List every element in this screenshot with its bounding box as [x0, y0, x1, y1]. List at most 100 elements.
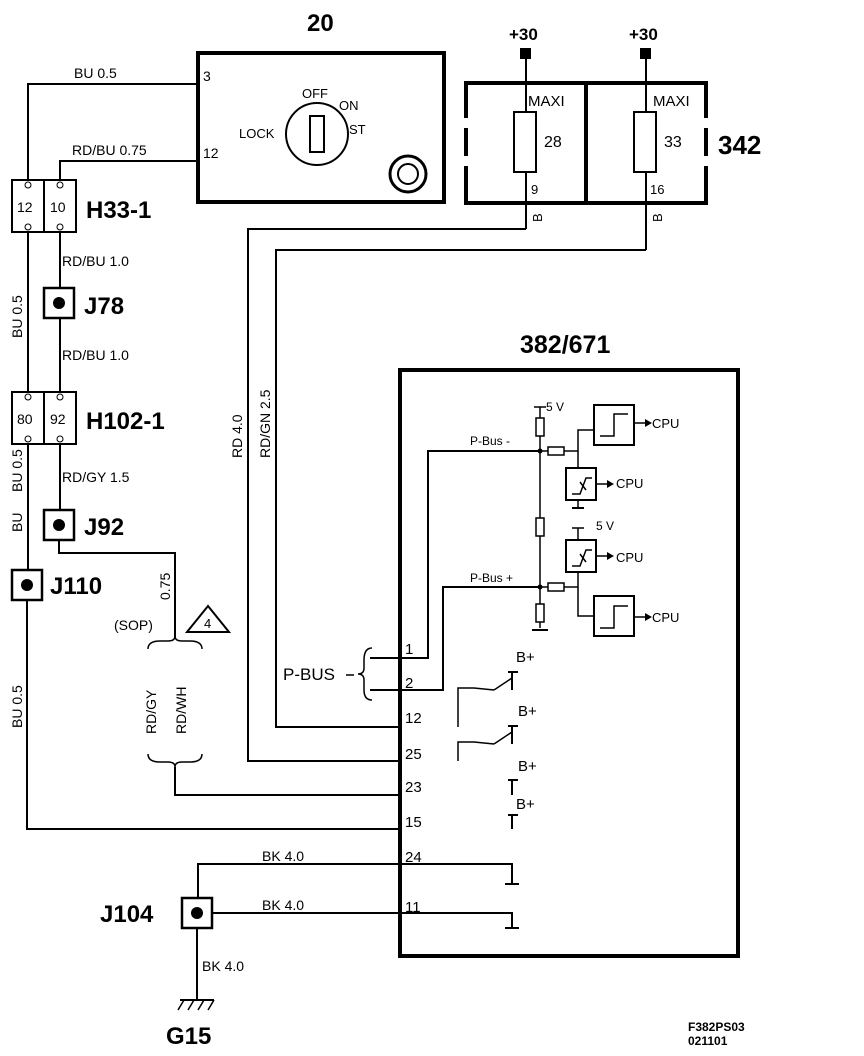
supply-terminal-a	[520, 48, 531, 59]
wire-rd-4	[247, 228, 526, 762]
splice-j78-label: J78	[84, 293, 124, 320]
fuse-box-gap-left2	[460, 156, 472, 166]
supply-30-a: +30	[509, 25, 538, 44]
ground-g15-label: G15	[166, 1023, 211, 1050]
fuse-33-type: MAXI	[653, 93, 690, 110]
module-switch-arrow-2	[607, 552, 614, 560]
ignition-st-label: ST	[349, 122, 366, 137]
wire-bk-11-label: BK 4.0	[262, 897, 304, 913]
module-pbus-plus: P-Bus +	[470, 571, 513, 585]
module-pin-15: 15	[405, 814, 422, 831]
ignition-screw-inner	[397, 163, 419, 185]
module-cpu-4: CPU	[652, 610, 679, 625]
module-pin-24: 24	[405, 849, 422, 866]
connector-h102-dot	[56, 435, 64, 443]
footer-date: 021101	[688, 1034, 728, 1048]
module-cpu-1: CPU	[652, 416, 679, 431]
splice-j92-label: J92	[84, 514, 124, 541]
connector-h33-dot	[56, 223, 64, 231]
fuse-33-num: 33	[664, 134, 682, 151]
note-number: 4	[204, 616, 211, 631]
wire-rdbu-label-2: RD/BU 1.0	[62, 347, 129, 363]
ignition-pin-12: 12	[203, 145, 219, 161]
wire-bk-ground-label: BK 4.0	[202, 958, 244, 974]
fuse-28-wire: B	[530, 213, 545, 222]
ignition-lock-cylinder	[285, 102, 349, 166]
module-cpu-arrowhead	[645, 419, 652, 427]
bplus-label-2: B+	[518, 703, 537, 720]
wire-075-label: 0.75	[157, 573, 173, 600]
fuse-box-gap-right	[700, 118, 712, 128]
fuse-box-gap-right2	[700, 156, 712, 166]
wire-rdwh-sop-label: RD/WH	[173, 687, 189, 734]
footer-code: F382PS03	[688, 1020, 745, 1034]
connector-h102-dot	[24, 393, 32, 401]
bplus-switch-1	[457, 671, 518, 727]
sop-bracket-top	[147, 635, 203, 650]
pbus-line-1	[370, 450, 540, 659]
wire-rd-label: RD 4.0	[229, 414, 245, 458]
module-cpu-2: CPU	[616, 476, 643, 491]
module-pbus-minus: P-Bus -	[470, 434, 510, 448]
wire-rdbu-label-1: RD/BU 1.0	[62, 253, 129, 269]
module-pin-2: 2	[405, 675, 413, 692]
note-triangle-icon	[184, 604, 232, 633]
ground-hatch	[177, 999, 185, 1011]
module-step-icon	[600, 413, 628, 437]
bplus-switch-blade	[493, 731, 513, 745]
wire-bk-24	[197, 863, 513, 900]
connector-h33-pin-left: 12	[17, 199, 33, 215]
wire-rdbu-075	[59, 160, 198, 180]
ignition-off-label: OFF	[302, 86, 328, 101]
connector-h33-id: H33-1	[86, 197, 151, 224]
connector-h102-pin-left: 80	[17, 411, 33, 427]
module-5v-top: 5 V	[546, 400, 564, 414]
connector-h102-pin-right: 92	[50, 411, 66, 427]
ignition-switch-box	[196, 51, 446, 204]
module-pin-1: 1	[405, 641, 413, 658]
bplus-switch-2	[457, 725, 518, 761]
connector-h33	[11, 179, 77, 233]
pbus-line-2	[370, 586, 540, 691]
wire-bu-top	[27, 83, 198, 180]
module-pin-23: 23	[405, 779, 422, 796]
supply-30-b: +30	[629, 25, 658, 44]
connector-h33-dot	[24, 181, 32, 189]
ground-hatch	[187, 999, 195, 1011]
fuse-28-pin: 9	[531, 182, 538, 197]
module-switch-tick-2	[579, 553, 587, 563]
connector-h102-dot	[56, 393, 64, 401]
wire-bu-left-label-4: BU 0.5	[9, 685, 25, 728]
ignition-switch-id: 20	[307, 10, 334, 37]
pbus-label: P-BUS	[283, 665, 335, 684]
module-resistor	[535, 417, 545, 437]
module-resistor	[535, 603, 545, 623]
module-switch-tick	[579, 481, 587, 491]
ignition-screw-icon	[388, 154, 428, 194]
ignition-on-label: ON	[339, 98, 359, 113]
connector-h33-pin-right: 10	[50, 199, 66, 215]
bplus-switch-wire	[457, 741, 495, 761]
splice-j110-label: J110	[50, 573, 102, 600]
supply-terminal-b	[640, 48, 651, 59]
splice-j92	[42, 508, 76, 542]
ground-hatch	[197, 999, 205, 1011]
wire-rdbu-075-label: RD/BU 0.75	[72, 142, 147, 158]
module-plus-route2	[577, 587, 594, 617]
connector-h33-right	[43, 179, 77, 233]
wire-rdgy-label: RD/GY 1.5	[62, 469, 130, 485]
module-5v-bottom: 5 V	[596, 519, 614, 533]
pbus-brace	[357, 647, 373, 701]
wire-bu-top-label: BU 0.5	[74, 65, 117, 81]
wire-bu-left-label-1: BU 0.5	[9, 295, 25, 338]
module-pin-12: 12	[405, 710, 422, 727]
module-plus-res	[547, 582, 565, 592]
wire-rdgy-sop-label: RD/GY	[143, 689, 159, 734]
ignition-key-slot	[309, 115, 325, 153]
module-cpu-3: CPU	[616, 550, 643, 565]
sop-label: (SOP)	[114, 617, 153, 633]
fuse-box-gap-left	[460, 118, 472, 128]
module-resistor	[535, 517, 545, 537]
splice-j104-label: J104	[100, 901, 154, 928]
